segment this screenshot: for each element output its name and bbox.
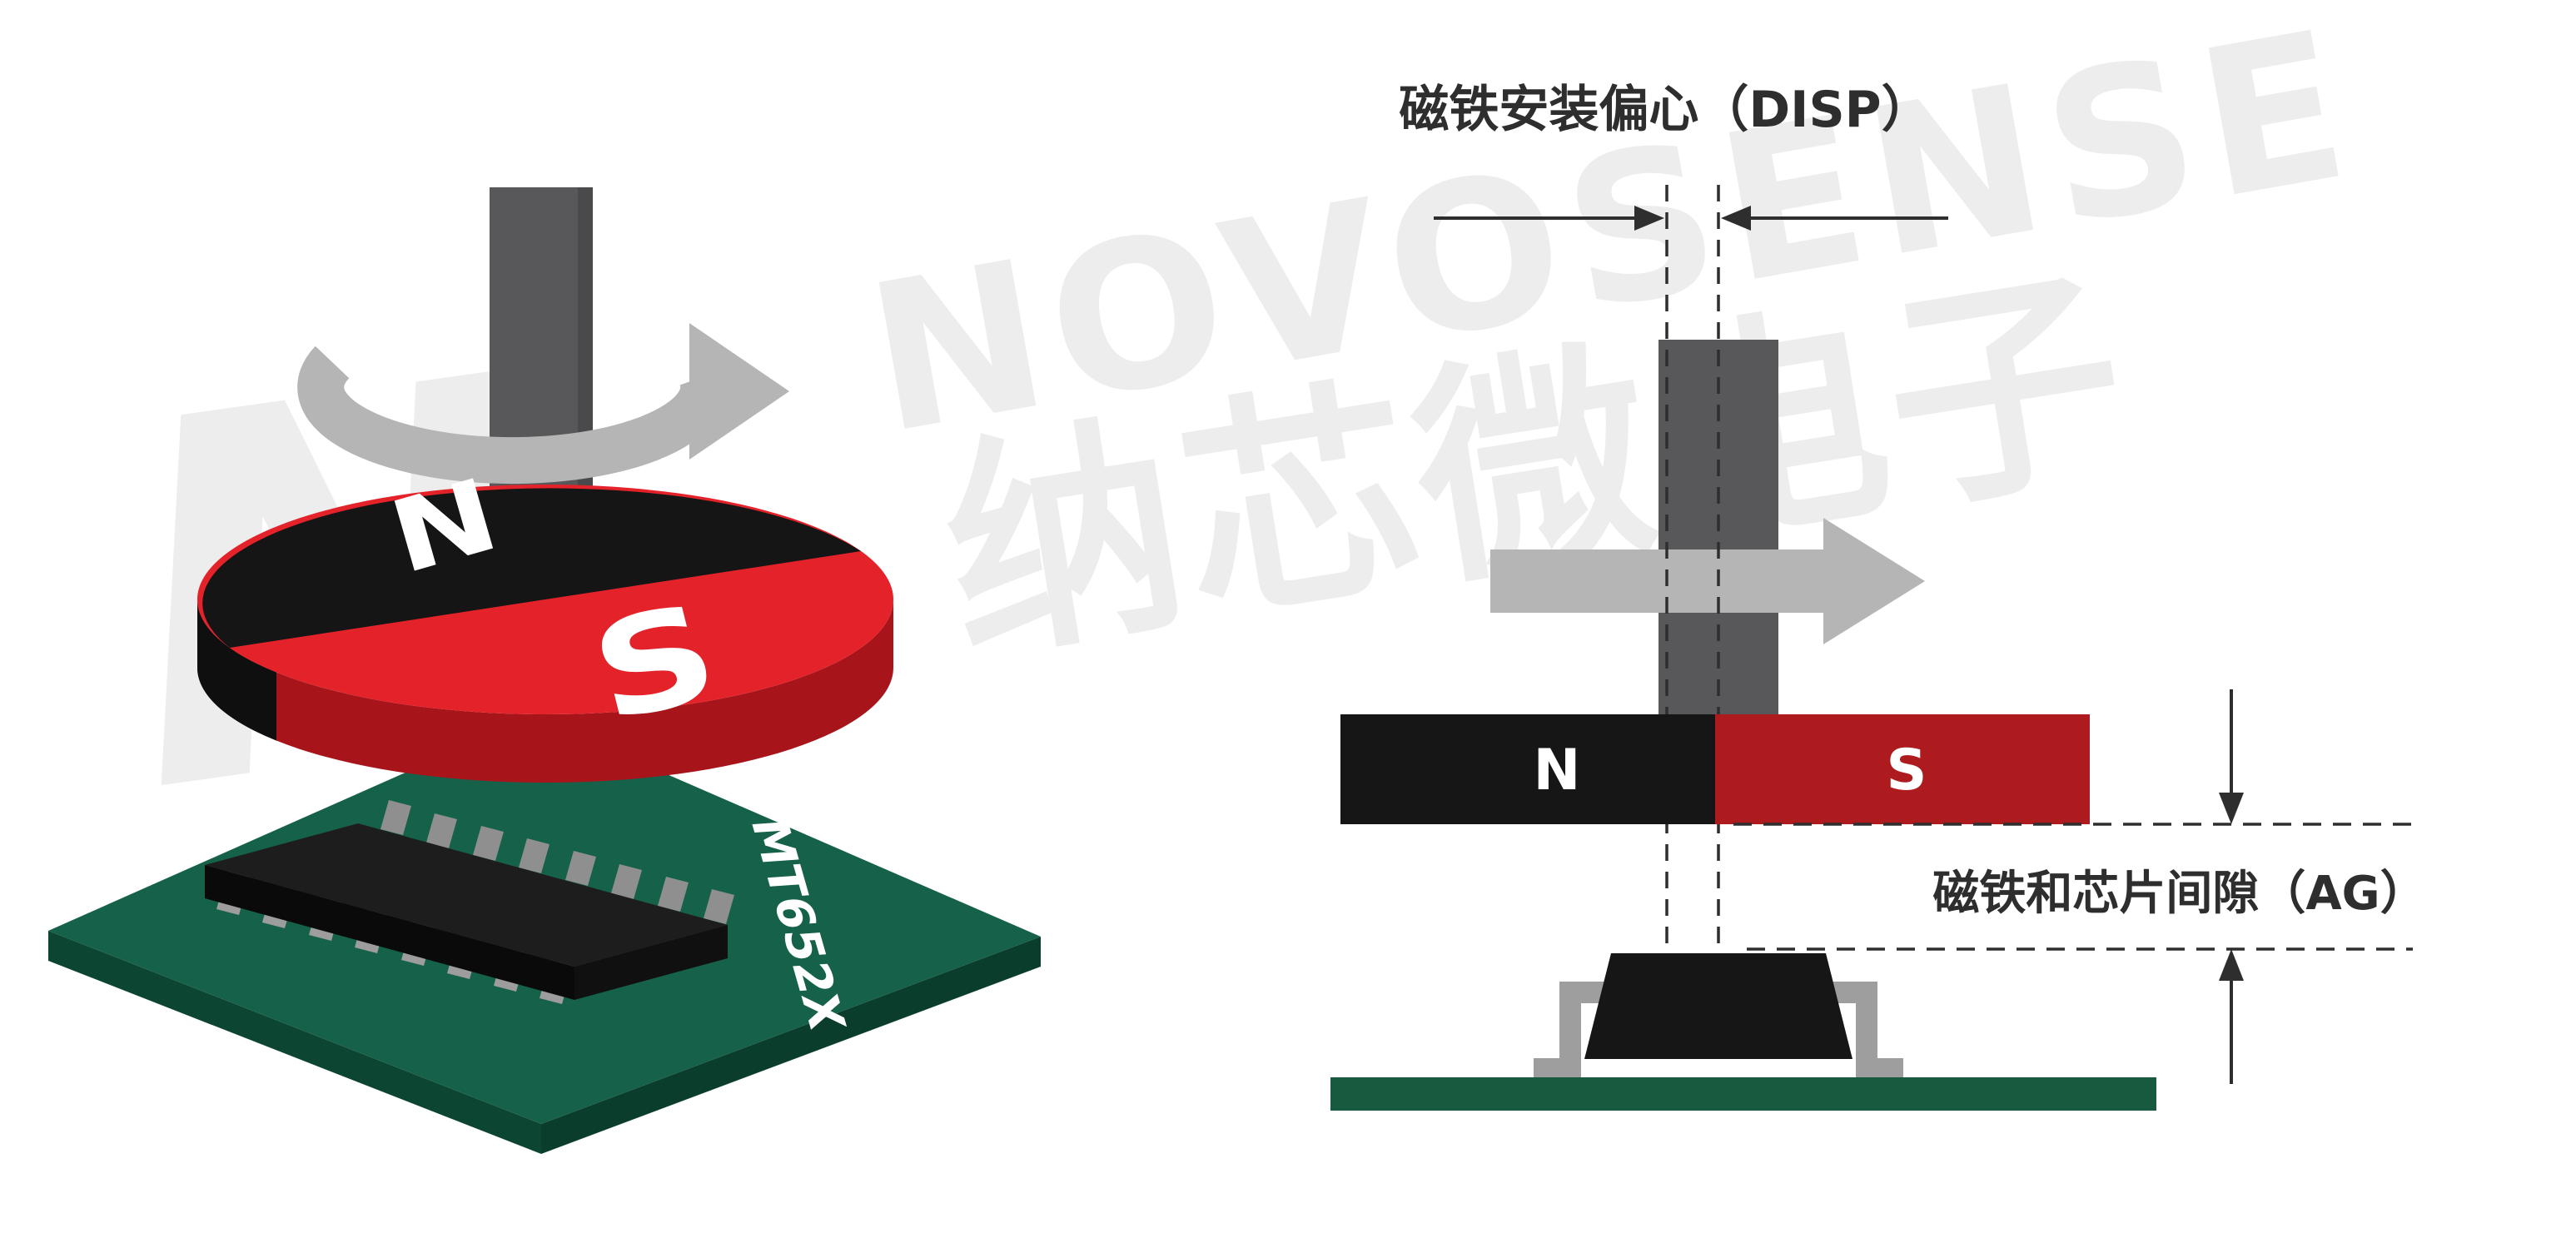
rotation-arrowhead — [689, 323, 789, 460]
chip-pin — [658, 877, 689, 912]
rotation-arrow-side-icon — [1490, 518, 1925, 644]
disp-dimension — [1434, 206, 1948, 231]
chip-pin — [611, 864, 642, 899]
chip-package — [205, 823, 728, 1000]
magnet-disc-rim-black — [197, 599, 276, 741]
chip-pin — [519, 838, 550, 873]
ag-dimension-arrows — [2219, 689, 2244, 1084]
rotation-arrow-tail — [1490, 549, 1823, 613]
rotation-arrowhead — [1823, 518, 1925, 644]
ag-arrowhead-down — [2219, 793, 2244, 824]
chip-side-front-left — [205, 865, 574, 1000]
rotation-arrow-icon — [297, 323, 789, 485]
disp-title: 磁铁安装偏心（DISP） — [1399, 81, 1931, 139]
chip-pins-back — [380, 800, 734, 924]
ag-label: 磁铁和芯片间隙（AG） — [1932, 867, 2426, 921]
magnet-disc: N S — [197, 457, 893, 783]
chip-pin — [473, 826, 504, 861]
pole-label-n: N — [1534, 738, 1581, 803]
right-side-diagram: 磁铁安装偏心（DISP） N S — [1330, 81, 2427, 1111]
chip-side-front-right — [574, 925, 728, 1000]
chip-top-face — [205, 823, 728, 967]
chip-side-body — [1584, 953, 1852, 1059]
ag-arrowhead-up — [2219, 949, 2244, 981]
magnet-bar: N S — [1340, 714, 2090, 824]
left-3d-diagram: MT652X N S — [48, 187, 1041, 1154]
chip-pin — [704, 889, 734, 924]
chip-pin — [565, 851, 596, 886]
magnet-disc-rim-red — [197, 599, 893, 783]
pcb-bar — [1330, 1077, 2156, 1111]
rotation-arrow-band — [297, 346, 728, 485]
center-axis-lines — [1665, 185, 1720, 967]
magnet-bar-s — [1715, 714, 2090, 824]
magnet-disc-n-region — [202, 488, 861, 648]
dimension-arrowhead-left — [1721, 206, 1751, 231]
chip-pin — [426, 813, 457, 848]
shaft-shade — [578, 187, 593, 533]
dimension-arrowhead-right — [1634, 206, 1664, 231]
chip-leads — [1534, 982, 1903, 1080]
pole-label-s: S — [1887, 738, 1927, 803]
chip-lead-left — [1534, 982, 1613, 1080]
magnet-bar-n — [1340, 714, 1715, 824]
chip-pin — [380, 800, 411, 835]
pcb-side-left — [48, 931, 541, 1154]
ag-reference-lines — [1733, 823, 2413, 951]
chip-lead-right — [1824, 982, 1903, 1080]
pcb-side-right — [541, 937, 1041, 1154]
